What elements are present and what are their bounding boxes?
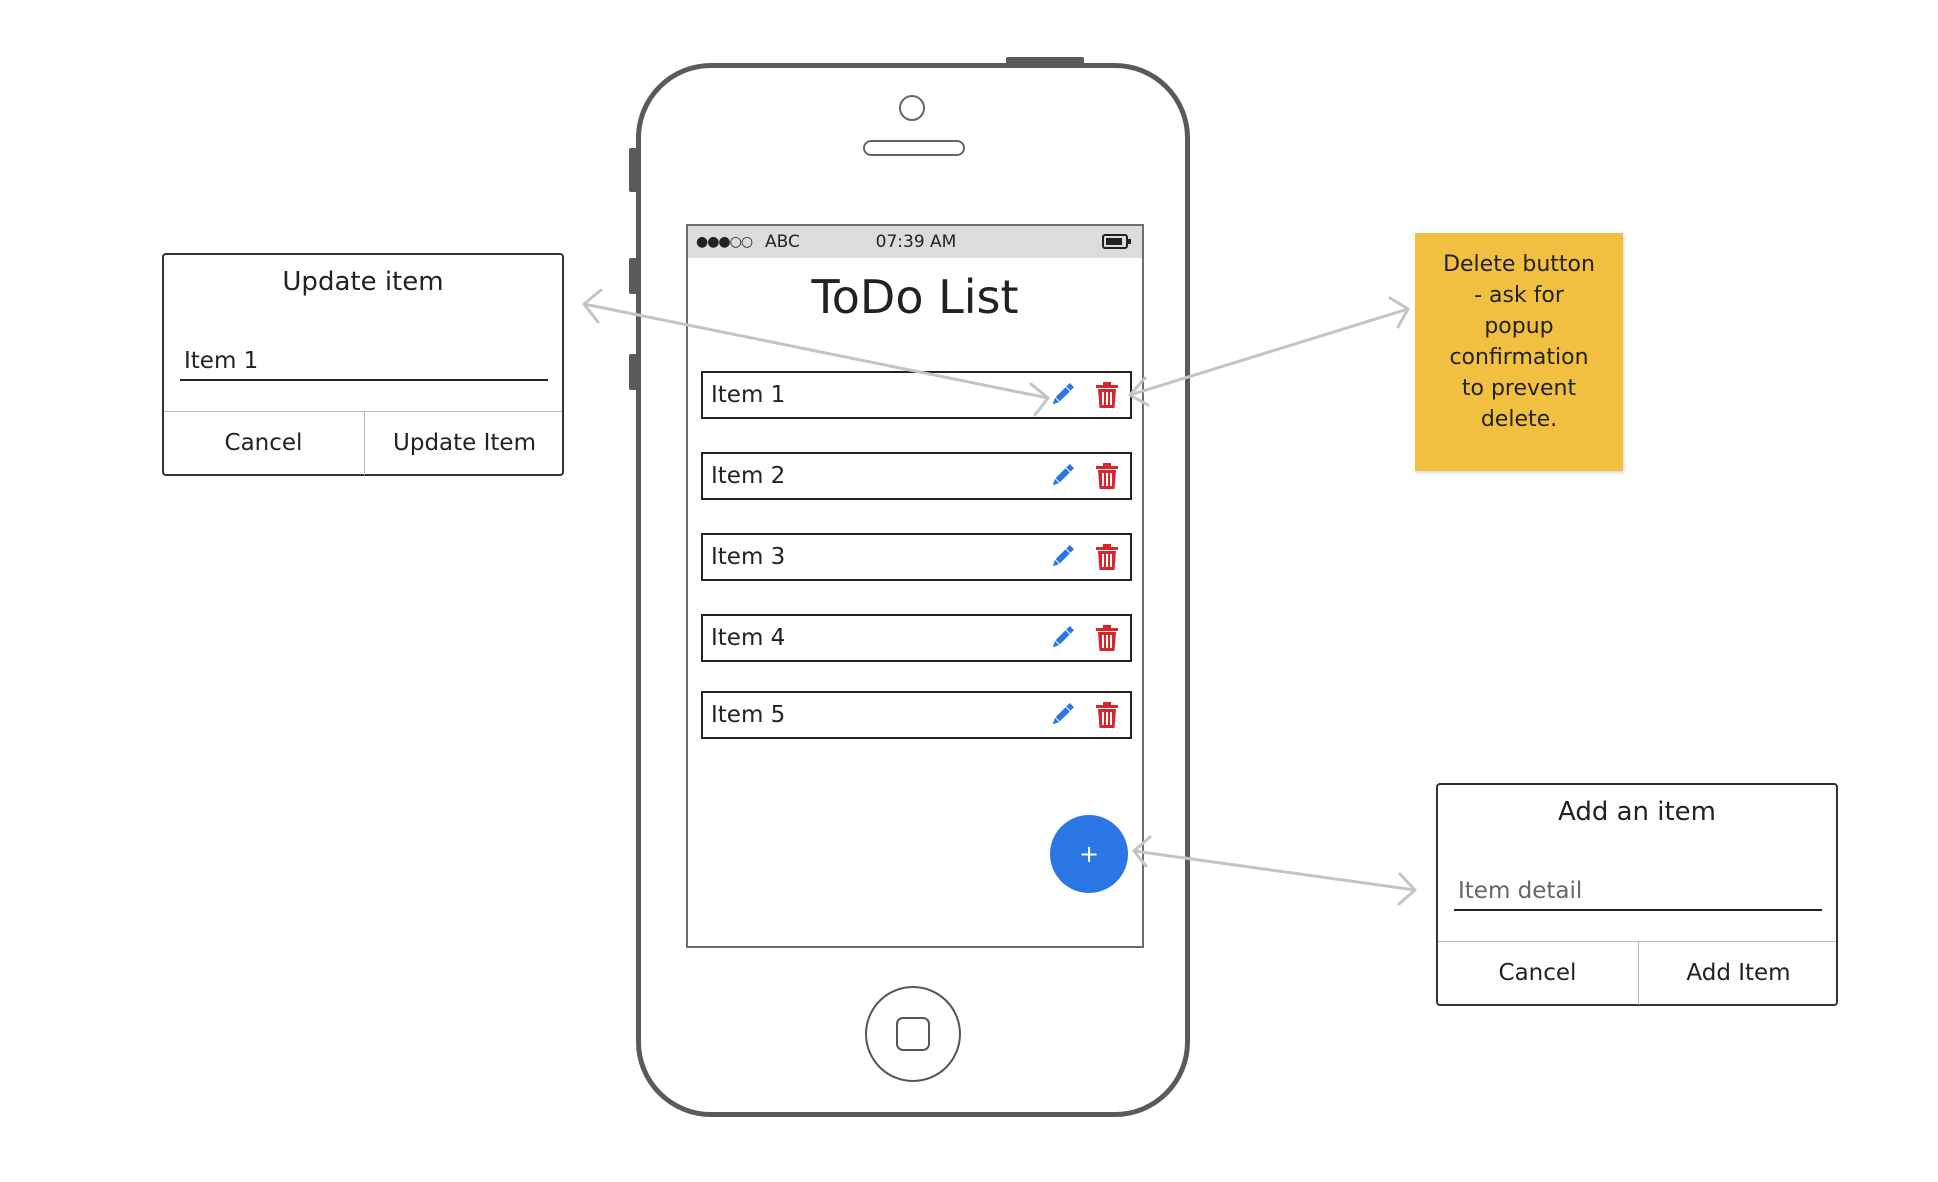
update-item-dialog: Update item Item 1 Cancel Update Item (162, 253, 564, 476)
note-line: popup (1484, 314, 1554, 339)
list-item[interactable]: Item 4 (701, 614, 1132, 662)
arrowhead (1388, 296, 1410, 329)
note-line: confirmation (1449, 345, 1589, 370)
trash-icon[interactable] (1093, 462, 1121, 490)
pencil-icon[interactable] (1048, 624, 1076, 652)
add-item-button[interactable]: + (1050, 815, 1128, 893)
signal-icon: ●●●○○ (696, 234, 753, 250)
arrowhead (582, 288, 603, 324)
update-item-input[interactable]: Item 1 (180, 341, 548, 381)
trash-icon[interactable] (1093, 381, 1121, 409)
item-detail-input[interactable]: Item detail (1454, 871, 1822, 911)
power-button (1006, 57, 1084, 65)
status-bar: ●●●○○ ABC 07:39 AM (688, 226, 1142, 258)
phone-screen: ●●●○○ ABC 07:39 AM ToDo List Item 1 Item… (686, 224, 1144, 948)
divider (1638, 941, 1639, 1005)
trash-icon[interactable] (1093, 543, 1121, 571)
carrier-name: ABC (765, 232, 800, 252)
cancel-button[interactable]: Cancel (1498, 960, 1577, 986)
list-item[interactable]: Item 2 (701, 452, 1132, 500)
pencil-icon[interactable] (1048, 462, 1076, 490)
note-line: to prevent (1461, 376, 1577, 401)
item-label: Item 1 (711, 382, 786, 408)
status-time: 07:39 AM (875, 232, 957, 252)
page-title: ToDo List (811, 270, 1019, 324)
divider (1438, 941, 1836, 942)
list-item[interactable]: Item 3 (701, 533, 1132, 581)
input-placeholder: Item detail (1458, 878, 1583, 904)
trash-icon[interactable] (1093, 701, 1121, 729)
item-label: Item 4 (711, 625, 786, 651)
home-square-icon (896, 1017, 930, 1051)
divider (164, 411, 562, 412)
item-label: Item 5 (711, 702, 786, 728)
camera-icon (899, 95, 925, 121)
volume-up-button (629, 258, 637, 294)
list-item[interactable]: Item 1 (701, 371, 1132, 419)
note-line: delete. (1480, 407, 1558, 432)
note-line: - ask for (1474, 283, 1564, 308)
speaker-grille (863, 140, 965, 156)
add-item-dialog: Add an item Item detail Cancel Add Item (1436, 783, 1838, 1006)
input-value: Item 1 (184, 348, 259, 374)
item-label: Item 3 (711, 544, 786, 570)
add-item-confirm-button[interactable]: Add Item (1686, 960, 1791, 986)
sticky-note: Delete button - ask for popup confirmati… (1415, 233, 1623, 471)
pencil-icon[interactable] (1048, 543, 1076, 571)
arrowhead (1397, 872, 1417, 906)
dialog-title: Update item (282, 267, 444, 297)
divider (364, 411, 365, 475)
mute-switch (629, 148, 637, 192)
pencil-icon[interactable] (1048, 701, 1076, 729)
battery-icon (1102, 234, 1131, 249)
list-item[interactable]: Item 5 (701, 691, 1132, 739)
home-button[interactable] (865, 986, 961, 1082)
trash-icon[interactable] (1093, 624, 1121, 652)
cancel-button[interactable]: Cancel (224, 430, 303, 456)
note-line: Delete button (1443, 252, 1595, 277)
update-item-button[interactable]: Update Item (393, 430, 536, 456)
dialog-title: Add an item (1557, 797, 1717, 827)
item-label: Item 2 (711, 463, 786, 489)
pencil-icon[interactable] (1048, 381, 1076, 409)
